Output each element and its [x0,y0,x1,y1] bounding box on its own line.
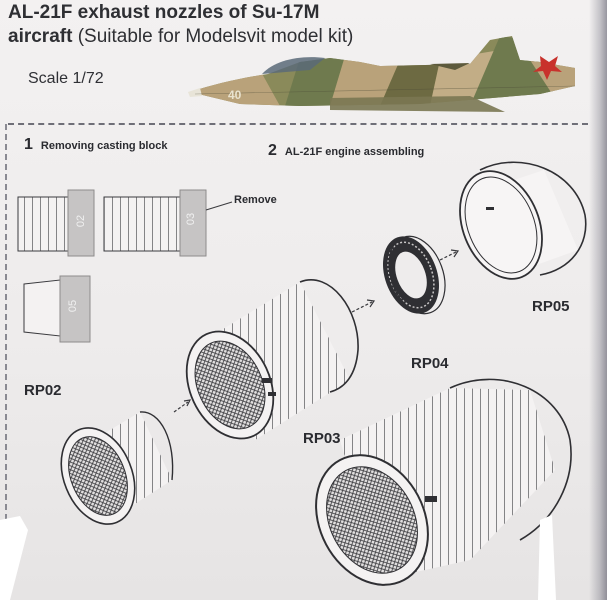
label-rp03: RP03 [303,430,341,447]
su17m-aircraft-illustration: 40 [188,36,576,112]
title-aircraft: aircraft [8,26,73,47]
step-1-label: Removing casting block [40,140,168,152]
casting-block-05: 05 [23,275,91,343]
block-label-03: 03 [185,213,197,225]
step-1-heading: 1 Removing casting block [24,136,167,154]
label-rp05: RP05 [532,298,570,315]
block-label-02: 02 [75,215,87,227]
step-2-number: 2 [268,142,277,159]
scale-label: Scale 1/72 [28,70,104,87]
part-rp05-ring [459,161,587,280]
part-rp03-nozzle-middle [185,279,359,440]
title-line-1: AL-21F exhaust nozzles of Su-17M [8,2,320,23]
part-rp04-gear [382,235,446,315]
remove-label: Remove [234,194,277,206]
assembly-arrows [173,249,460,413]
paper-tear-right [538,515,556,600]
part-rp03-nozzle-large [315,378,572,586]
step-1-number: 1 [24,136,33,153]
step-2-heading: 2 AL-21F engine assembling [268,142,424,160]
title-line-2: aircraft (Suitable for Modelsvit model k… [8,26,353,48]
aircraft-body [188,36,576,112]
block-label-05: 05 [67,300,79,312]
casting-block-02: 02 [17,189,95,257]
label-rp02: RP02 [24,382,62,399]
part-rp02-nozzle [60,411,174,525]
remove-leader-line [205,201,233,211]
label-rp04: RP04 [411,355,449,372]
paper-tear-left [0,516,28,600]
title-subtitle: (Suitable for Modelsvit model kit) [72,26,354,47]
aircraft-side-number: 40 [228,88,242,102]
step-2-label: AL-21F engine assembling [284,146,425,158]
card-right-shadow [589,0,607,600]
header-divider [8,123,588,125]
casting-block-03: 03 [103,189,207,257]
card-left-edge [5,124,7,600]
